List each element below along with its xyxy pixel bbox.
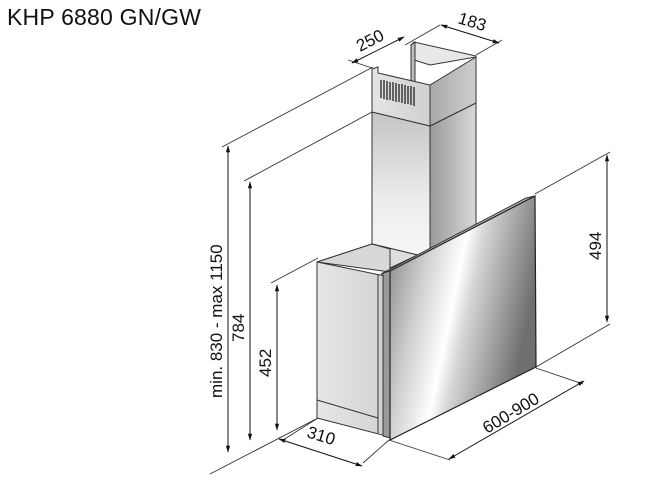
dim-total-height: min. 830 - max 1150 <box>207 244 226 398</box>
dim-panel-height: 494 <box>586 232 605 260</box>
chimney <box>371 41 477 259</box>
dim-width: 600-900 <box>479 389 542 437</box>
dim-chimney-depth: 250 <box>353 26 387 56</box>
model-title: KHP 6880 GN/GW <box>7 4 202 30</box>
front-panel <box>382 195 537 441</box>
dim-body-depth: 310 <box>305 423 338 449</box>
dimension-lines <box>225 24 610 467</box>
dim-height-784: 784 <box>229 314 248 342</box>
dim-height-452: 452 <box>256 349 275 377</box>
vent-grille-icon <box>380 80 415 106</box>
